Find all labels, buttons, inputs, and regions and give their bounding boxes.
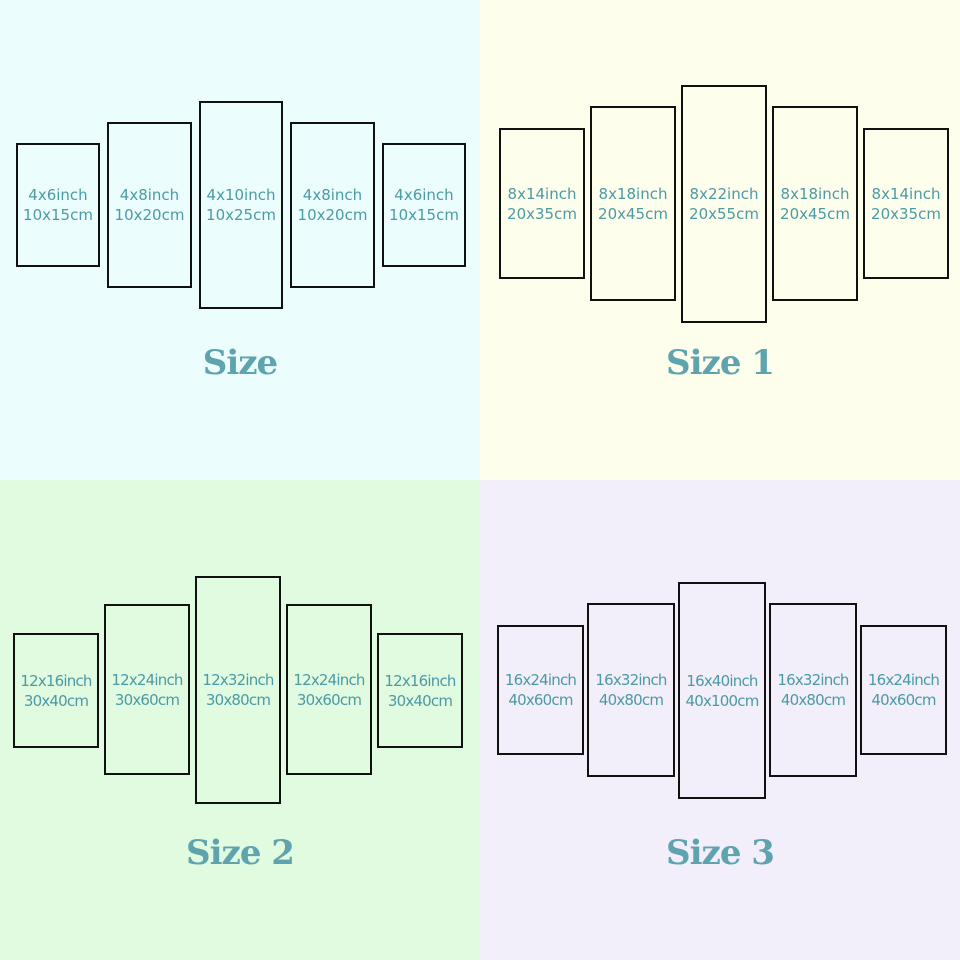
size-label: Size 2 [186, 833, 295, 873]
panel-inch: 12x24inch [111, 670, 183, 689]
canvas-panel-5: 8x14inch 20x35cm [863, 128, 949, 279]
panel-inch: 12x32inch [202, 671, 274, 689]
panel-cm: 10x15cm [389, 206, 459, 224]
size-label: Size 1 [666, 343, 775, 383]
canvas-panel-2: 16x32inch 40x80cm [587, 603, 675, 777]
canvas-panel-4: 16x32inch 40x80cm [769, 603, 857, 777]
canvas-panel-1: 4x6inch 10x15cm [16, 143, 100, 267]
panel-inch: 4x6inch [28, 186, 88, 204]
panel-cm: 40x80cm [598, 691, 664, 709]
canvas-panel-4: 12x24inch 30x60cm [286, 604, 372, 775]
panel-inch: 4x8inch [302, 186, 363, 204]
panel-cm: 20x35cm [507, 204, 577, 223]
quadrant-size-3: 16x24inch 40x60cm 16x32inch 40x80cm 16x4… [480, 480, 960, 960]
canvas-panel-5: 16x24inch 40x60cm [860, 625, 947, 755]
panel-cm: 40x80cm [780, 691, 846, 709]
panel-cm: 30x40cm [23, 691, 89, 710]
panel-inch: 4x8inch [119, 186, 180, 204]
panel-cm: 20x45cm [598, 204, 668, 223]
canvas-panel-3: 12x32inch 30x80cm [195, 576, 281, 804]
panel-inch: 16x24inch [867, 671, 940, 689]
canvas-panel-4: 8x18inch 20x45cm [772, 106, 858, 301]
panel-inch: 12x16inch [384, 671, 456, 690]
panel-inch: 8x14inch [507, 184, 577, 203]
panel-cm: 10x15cm [23, 206, 93, 224]
canvas-panel-3: 16x40inch 40x100cm [678, 582, 766, 799]
panel-cm: 20x45cm [780, 204, 850, 223]
quadrant-size-2: 12x16inch 30x40cm 12x24inch 30x60cm 12x3… [0, 480, 480, 960]
panel-inch: 12x16inch [20, 671, 92, 690]
panel-cm: 10x20cm [114, 206, 185, 224]
canvas-panel-2: 8x18inch 20x45cm [590, 106, 676, 301]
canvas-panel-2: 12x24inch 30x60cm [104, 604, 190, 775]
size-label: Size 3 [666, 833, 775, 873]
panel-cm: 30x60cm [114, 690, 180, 709]
panel-inch: 8x22inch [689, 185, 759, 203]
panel-inch: 4x6inch [394, 186, 454, 204]
panel-inch: 16x40inch [686, 671, 758, 690]
canvas-panel-1: 12x16inch 30x40cm [13, 633, 99, 748]
canvas-panel-1: 16x24inch 40x60cm [497, 625, 584, 755]
panel-inch: 8x18inch [598, 184, 668, 203]
panel-inch: 16x32inch [777, 671, 849, 689]
canvas-panel-5: 12x16inch 30x40cm [377, 633, 463, 748]
quadrant-size: 4x6inch 10x15cm 4x8inch 10x20cm 4x10inch… [0, 0, 480, 480]
panel-cm: 30x80cm [205, 691, 271, 709]
panel-cm: 20x35cm [871, 204, 941, 223]
canvas-panel-2: 4x8inch 10x20cm [107, 122, 192, 288]
panel-cm: 40x60cm [508, 691, 573, 709]
size-label: Size [202, 343, 278, 383]
canvas-panel-3: 8x22inch 20x55cm [681, 85, 767, 323]
canvas-panel-3: 4x10inch 10x25cm [199, 101, 283, 309]
canvas-panel-5: 4x6inch 10x15cm [382, 143, 466, 267]
panel-inch: 16x32inch [595, 671, 667, 689]
panel-cm: 40x60cm [871, 691, 936, 709]
panel-inch: 12x24inch [293, 670, 365, 689]
panel-inch: 4x10inch [206, 186, 276, 204]
panel-inch: 8x14inch [871, 184, 941, 203]
panel-cm: 30x40cm [387, 691, 453, 710]
panel-cm: 40x100cm [685, 691, 759, 710]
canvas-panel-1: 8x14inch 20x35cm [499, 128, 585, 279]
quadrant-size-1: 8x14inch 20x35cm 8x18inch 20x45cm 8x22in… [480, 0, 960, 480]
panel-cm: 10x25cm [206, 206, 276, 224]
panel-cm: 10x20cm [297, 206, 368, 224]
canvas-panel-4: 4x8inch 10x20cm [290, 122, 375, 288]
panel-inch: 8x18inch [780, 184, 850, 203]
panel-cm: 20x55cm [689, 205, 759, 223]
panel-cm: 30x60cm [296, 690, 362, 709]
panel-inch: 16x24inch [504, 671, 577, 689]
